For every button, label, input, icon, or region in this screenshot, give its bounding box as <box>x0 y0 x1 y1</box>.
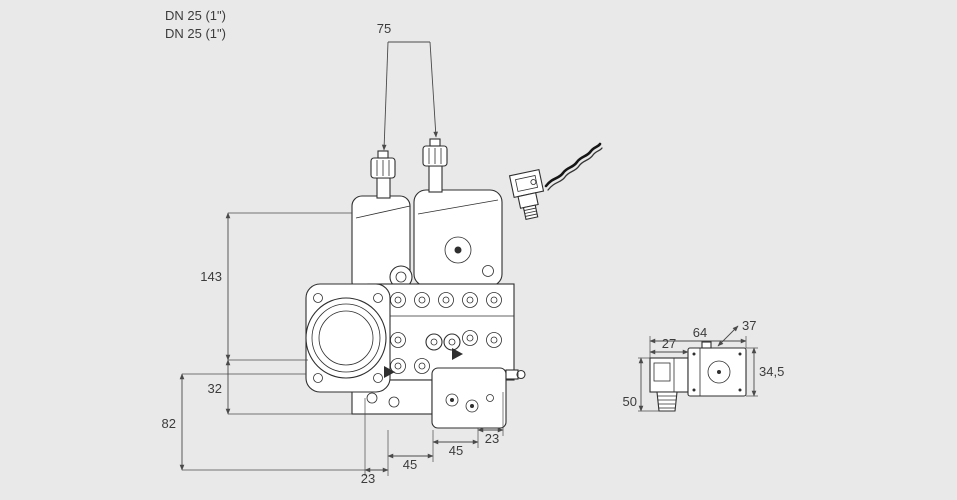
flange-bore-thread <box>311 303 381 373</box>
flange-bolt <box>373 373 383 383</box>
flange-bolt <box>313 293 323 303</box>
flange-bolt <box>373 293 383 303</box>
left-cap-knob <box>377 150 389 159</box>
cable-plug-assembly <box>508 142 603 221</box>
bolt-row-bottom <box>366 358 430 408</box>
dim-label-bottom-45b: 45 <box>449 443 463 458</box>
plug-screw <box>530 179 537 185</box>
bottom-block-holes <box>445 393 494 413</box>
right-coil-edge-line <box>417 199 499 215</box>
dim-left-height: 143 <box>200 212 352 361</box>
bolt-row-middle <box>390 330 502 351</box>
side-connector-inner <box>653 362 671 382</box>
dim-label-37: 37 <box>742 318 756 333</box>
side-bore-dot <box>717 370 721 374</box>
dn-label-1: DN 25 (1") <box>165 8 226 23</box>
left-coil-edge-line <box>355 205 411 219</box>
dim-label-bottom-45a: 45 <box>403 457 417 472</box>
dim-side-34-5: 34,5 <box>746 347 784 397</box>
dim-label-82: 82 <box>162 416 176 431</box>
dim-side-50: 50 <box>623 357 659 412</box>
valve-front-view <box>305 138 603 429</box>
dim-label-75: 75 <box>377 21 391 36</box>
body-bolt-circles <box>366 292 502 413</box>
side-bore-ring <box>707 360 731 384</box>
right-coil-center-ring <box>444 236 472 264</box>
dim-label-34-5: 34,5 <box>759 364 784 379</box>
bottom-block <box>431 367 507 429</box>
right-coil-body <box>413 189 503 287</box>
left-stem-cap <box>370 150 396 199</box>
dim-label-64: 64 <box>693 325 707 340</box>
dim-label-143: 143 <box>200 269 222 284</box>
side-test-screw <box>505 369 526 380</box>
plug-inner <box>515 175 539 192</box>
dim-left-lower: 32 <box>208 359 352 415</box>
side-top-tab <box>701 341 712 349</box>
dim-side-37: 37 <box>717 318 756 347</box>
dim-bottom-group: 23 45 45 23 <box>361 392 504 486</box>
dim-label-50: 50 <box>623 394 637 409</box>
cable-wire-2 <box>547 147 603 191</box>
flange-bolt <box>313 373 323 383</box>
right-cap-knob <box>429 138 441 147</box>
dim-label-27: 27 <box>662 336 676 351</box>
bolt-row-top <box>390 292 502 308</box>
valve-body <box>351 283 515 429</box>
din-plug <box>508 168 545 221</box>
screw-head <box>516 369 526 380</box>
side-thread-nut <box>656 391 678 412</box>
grommet-inner <box>395 271 407 283</box>
flange-bore-outer <box>305 297 387 379</box>
valve-side-view <box>649 341 747 412</box>
right-solenoid-coil <box>413 189 503 287</box>
dn-label-2: DN 25 (1") <box>165 26 226 41</box>
product-labels: DN 25 (1") DN 25 (1") <box>165 8 226 41</box>
right-stem-cap <box>422 138 448 193</box>
screw-body <box>505 369 519 380</box>
dim-label-bottom-23a: 23 <box>361 471 375 486</box>
flow-arrows <box>384 348 463 378</box>
cable-wire <box>544 142 602 188</box>
dim-top-span: 75 <box>377 21 439 151</box>
dim-label-bottom-23b: 23 <box>485 431 499 446</box>
flow-arrow-icon <box>384 366 395 378</box>
dim-left-total: 82 <box>162 373 365 471</box>
left-stem <box>376 177 391 199</box>
right-coil-center-dot <box>454 246 462 254</box>
inlet-flange <box>305 283 391 393</box>
body-main <box>367 283 515 381</box>
flange-bore-inner <box>318 310 374 366</box>
right-stem <box>428 165 443 193</box>
flow-arrow-icon <box>452 348 463 360</box>
dim-label-32: 32 <box>208 381 222 396</box>
right-coil-small-hole <box>482 265 494 277</box>
